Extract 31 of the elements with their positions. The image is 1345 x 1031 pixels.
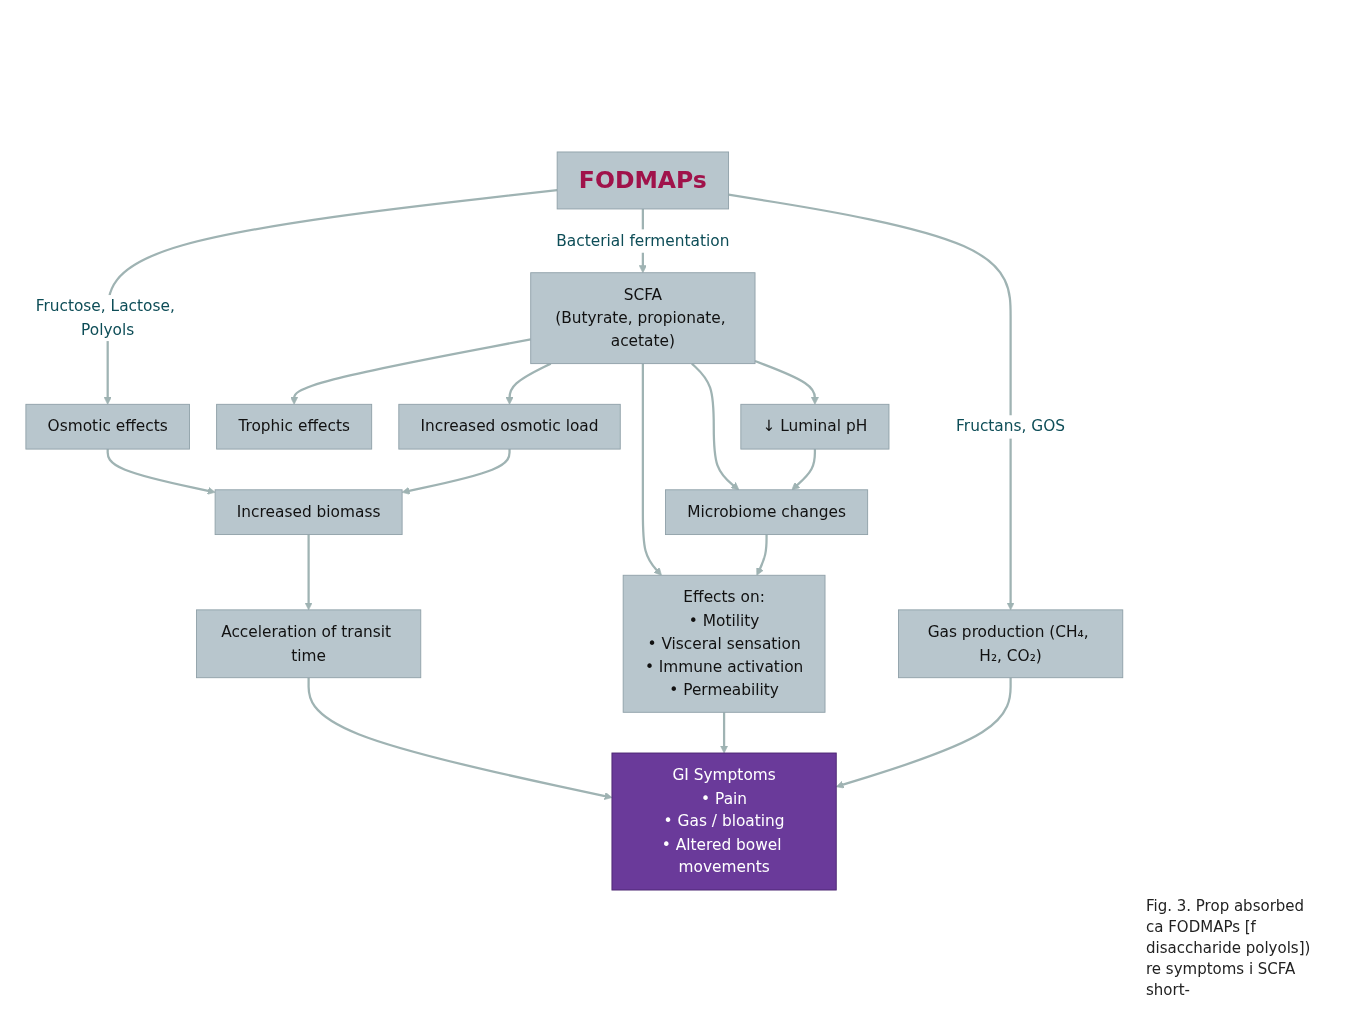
arrow bbox=[103, 189, 558, 405]
node-box: FODMAPs bbox=[556, 151, 730, 210]
node-box: Gas production (CH₄, H₂, CO₂) bbox=[898, 609, 1124, 679]
arrow bbox=[754, 360, 819, 405]
arrow bbox=[401, 449, 511, 495]
arrow bbox=[691, 362, 740, 491]
node-box: GI Symptoms • Pain • Gas / bloating • Altered bowel movements bbox=[611, 752, 837, 891]
arrow bbox=[106, 449, 216, 495]
node-box: Osmotic effects bbox=[25, 403, 190, 450]
figure-caption: Fig. 3. Prop absorbed ca FODMAPs [f disaccharide polyols]) re symptoms i SCFA short- bbox=[1146, 896, 1312, 1001]
edge-label: Fructose, Lactose, Polyols bbox=[35, 296, 175, 339]
arrow bbox=[505, 362, 552, 405]
node-box: Increased biomass bbox=[214, 489, 403, 536]
edge-label: Bacterial fermentation bbox=[556, 231, 730, 250]
node-box: Trophic effects bbox=[216, 403, 373, 450]
arrow bbox=[835, 677, 1012, 789]
node-box: SCFA (Butyrate, propionate, acetate) bbox=[530, 272, 756, 365]
arrow bbox=[720, 712, 729, 754]
node-box: Acceleration of transit time bbox=[196, 609, 422, 679]
node-box: Effects on: • Motility • Visceral sensation • Immune activation • Permeability bbox=[622, 574, 826, 713]
arrow bbox=[307, 677, 613, 800]
arrow bbox=[290, 338, 531, 405]
arrow bbox=[641, 363, 662, 576]
edge-label: Fructans, GOS bbox=[956, 416, 1066, 436]
arrow bbox=[791, 449, 817, 491]
node-box: Increased osmotic load bbox=[398, 403, 621, 450]
arrow bbox=[728, 193, 1015, 611]
node-box: Microbiome changes bbox=[665, 489, 869, 536]
arrow bbox=[756, 534, 768, 576]
arrow bbox=[304, 534, 313, 611]
node-box: ↓ Luminal pH bbox=[740, 403, 890, 450]
